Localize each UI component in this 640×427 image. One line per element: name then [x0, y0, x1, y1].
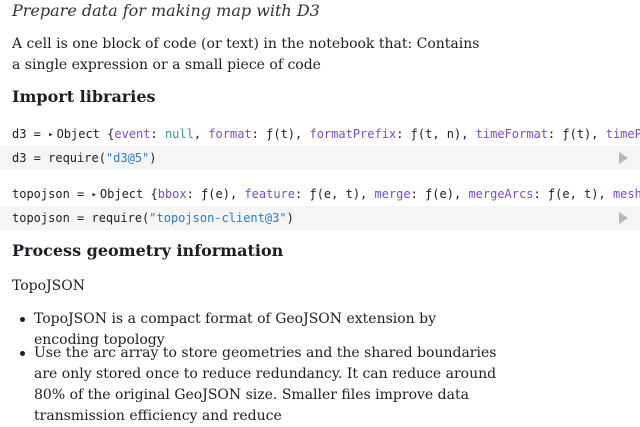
d3-output[interactable]: d3 = ▸Object {event: null, format: ƒ(t),…: [12, 125, 640, 145]
entry-key: mergeArcs: [468, 187, 534, 201]
intro-paragraph: A cell is one block of code (or text) in…: [12, 36, 480, 73]
output-variable-name: topojson: [12, 187, 70, 201]
entry-key: bbox: [157, 187, 187, 201]
expand-caret-icon[interactable]: ▸: [91, 190, 97, 200]
entry-value: ƒ(e): [425, 187, 454, 201]
output-entries: bbox: ƒ(e), feature: ƒ(e, t), merge: ƒ(e…: [157, 187, 640, 201]
entry-value: ƒ(e, t): [309, 187, 361, 201]
list-item: TopoJSON is a compact format of GeoJSON …: [34, 311, 437, 348]
entry-value: ƒ(t): [562, 127, 592, 141]
output-type: Object: [99, 187, 144, 201]
entry-key: timeParse: [605, 127, 640, 141]
run-cell-icon[interactable]: [619, 152, 628, 164]
code-cell-topojson[interactable]: topojson = require("topojson-client@3"): [0, 206, 640, 230]
output-type: Object: [56, 127, 100, 141]
expand-caret-icon[interactable]: ▸: [48, 130, 54, 140]
entry-key: timeFormat: [475, 127, 548, 141]
output-entries: event: null, format: ƒ(t), formatPrefix:…: [114, 127, 640, 141]
entry-key: merge: [374, 187, 411, 201]
entry-key: event: [114, 127, 151, 141]
entry-key: feature: [244, 187, 296, 201]
entry-key: format: [208, 127, 252, 141]
heading-process-geometry: Process geometry information: [12, 241, 284, 260]
entry-key: mesh: [612, 187, 640, 201]
list-item: Use the arc array to store geometries an…: [34, 345, 497, 424]
entry-value: ƒ(e, t): [547, 187, 599, 201]
run-cell-icon[interactable]: [619, 212, 628, 224]
bullet-dot-icon: [20, 351, 25, 356]
cell-code[interactable]: d3 = require("d3@5"): [12, 151, 157, 165]
code-cell-d3[interactable]: d3 = require("d3@5"): [0, 146, 640, 170]
notebook-subtitle: Prepare data for making map with D3: [12, 1, 320, 20]
entry-value: null: [164, 127, 194, 141]
entry-value: ƒ(t, n): [410, 127, 462, 141]
output-variable-name: d3: [12, 127, 27, 141]
topojson-output[interactable]: topojson = ▸Object {bbox: ƒ(e), feature:…: [12, 185, 640, 205]
topojson-label: TopoJSON: [12, 278, 86, 294]
entry-value: ƒ(e): [201, 187, 230, 201]
entry-key: formatPrefix: [309, 127, 397, 141]
heading-import-libraries: Import libraries: [12, 87, 156, 106]
cell-code[interactable]: topojson = require("topojson-client@3"): [12, 211, 294, 225]
entry-value: ƒ(t): [266, 127, 296, 141]
bullet-dot-icon: [20, 317, 25, 322]
